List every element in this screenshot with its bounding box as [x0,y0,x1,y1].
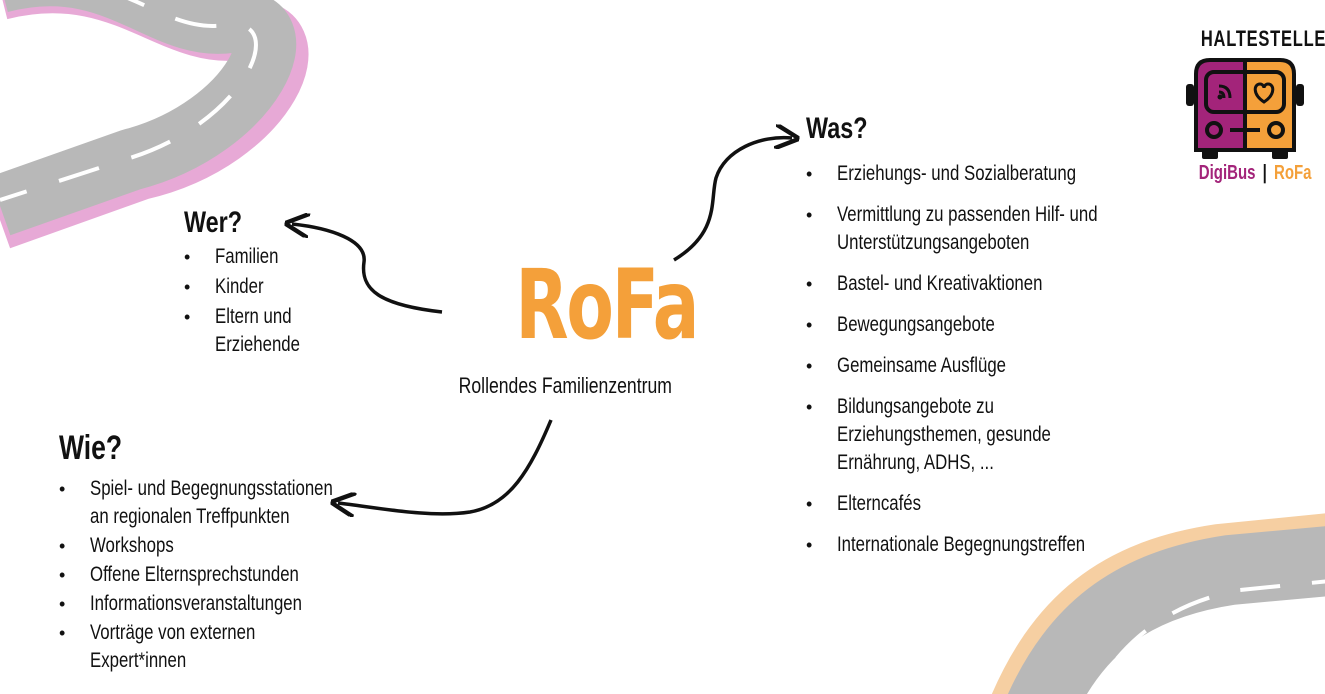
list-item: Bildungsangebote zu Erziehungsthemen, ge… [806,393,1166,477]
wie-heading: Wie? [59,429,123,467]
road-bottom-right [991,513,1325,694]
was-section: Was? Erziehungs- und Sozialberatung Verm… [806,112,1166,572]
list-item: Spiel- und Begegnungsstationen an region… [59,475,399,531]
was-heading: Was? [806,112,868,145]
center-title: RoFa [480,250,699,360]
wie-section: Wie? Spiel- und Begegnungsstationen an r… [59,430,399,676]
wer-list: Familien Kinder Eltern und Erziehende [184,243,404,359]
center-subtitle-text: Rollendes Familienzentrum [458,373,672,398]
arrow-to-was [673,138,792,262]
logo-rofa-text: RoFa [1274,162,1312,184]
logo-top-text: HALTESTELLE [1200,26,1325,51]
list-item: Bewegungsangebote [806,311,1166,339]
list-item: Elterncafés [806,490,1166,518]
logo-bottom-text: DigiBus | RoFa [1180,162,1312,185]
road-top-left [0,0,309,249]
wer-heading: Wer? [184,206,243,239]
logo-digibus-text: DigiBus [1198,162,1256,184]
list-item: Offene Elternsprechstunden [59,561,399,589]
list-item: Eltern und Erziehende [184,303,404,359]
list-item: Vermittlung zu passenden Hilf- und Unter… [806,201,1166,257]
center-title-text: RoFa [515,249,699,361]
list-item: Kinder [184,273,404,301]
center-subtitle: Rollendes Familienzentrum [420,372,710,400]
heart-icon [1253,82,1275,104]
list-item: Workshops [59,532,399,560]
list-item: Internationale Begegnungstreffen [806,531,1166,559]
list-item: Erziehungs- und Sozialberatung [806,160,1166,188]
wifi-icon [1217,84,1232,100]
logo: HALTESTELLE DigiBus | RoFa [1180,26,1325,196]
wie-list: Spiel- und Begegnungsstationen an region… [59,475,399,675]
wer-section: Wer? Familien Kinder Eltern und Erziehen… [184,206,404,361]
list-item: Informationsveranstaltungen [59,590,399,618]
was-list: Erziehungs- und Sozialberatung Vermittlu… [806,160,1166,559]
logo-separator: | [1262,162,1267,184]
bus-icon [1186,58,1304,159]
list-item: Familien [184,243,404,271]
list-item: Vorträge von externen Expert*innen [59,619,399,675]
list-item: Bastel- und Kreativaktionen [806,270,1166,298]
list-item: Gemeinsame Ausflüge [806,352,1166,380]
